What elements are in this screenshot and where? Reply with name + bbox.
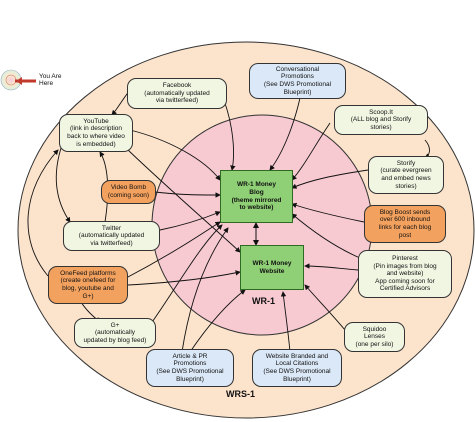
node-twitter[interactable]: Twitter (automatically updated via twitt… — [63, 221, 160, 251]
edge-storify-blog — [291, 169, 369, 189]
node-website-citations[interactable]: Website Branded and Local Citations (See… — [252, 349, 342, 387]
node-video-bomb[interactable]: Video Bomb (coming soon) — [101, 180, 156, 204]
edge-squidoo-website — [304, 284, 346, 331]
core-money-blog[interactable]: WR-1 Money Blog (theme mirrored to websi… — [220, 170, 293, 223]
edge-onefeed-youtube — [27, 149, 59, 277]
core-money-website[interactable]: WR-1 Money Website — [240, 245, 304, 290]
edge-pinterest-website — [304, 263, 359, 271]
edge-blogboost-blog — [291, 202, 365, 223]
edge-onefeed-website — [127, 270, 241, 286]
edge-onefeed-blog — [125, 221, 221, 279]
node-youtube[interactable]: YouTube (link in description back to whe… — [59, 114, 133, 152]
edge-youtube-twitter — [55, 144, 71, 223]
edge-twitter-youtube — [99, 151, 109, 223]
edge-gplus-blog — [149, 224, 223, 326]
node-pinterest[interactable]: Pinterest (Pin images from blog and webs… — [358, 250, 452, 298]
node-conversational-promotions[interactable]: Conversational Promotions (See DWS Promo… — [249, 63, 346, 99]
edge-articlepr-blog — [181, 227, 229, 353]
edge-conversational-blog — [269, 97, 301, 171]
edge-articlepr-website — [189, 289, 246, 353]
node-scoopit[interactable]: Scoop.It (ALL blog and Storify stories) — [334, 105, 428, 135]
edge-videobomb-blog — [154, 191, 221, 198]
edge-scoopit-blog — [291, 122, 331, 181]
node-blog-boost[interactable]: Blog Boost sends over 600 inbound links … — [364, 205, 446, 243]
you-are-here-label: You Are Here — [39, 73, 62, 88]
edge-citations-website — [280, 291, 291, 353]
inner-ring-label: WR-1 — [252, 296, 275, 306]
edge-youtube-website — [127, 149, 241, 253]
node-squidoo[interactable]: Squidoo Lenses (one per silo) — [344, 322, 405, 352]
edge-twitter-blog — [159, 211, 221, 231]
outer-ring-label: WRS-1 — [226, 389, 255, 399]
edge-pinterest-blog — [291, 213, 361, 259]
node-storify[interactable]: Storify (curate evergreen and embed news… — [368, 156, 444, 194]
node-article-pr-promotions[interactable]: Article & PR Promotions (See DWS Promoti… — [146, 349, 234, 387]
you-are-here-marker — [0, 69, 36, 91]
node-gplus[interactable]: G+ (automatically updated by blog feed) — [74, 318, 156, 348]
edge-youtube-blog — [129, 129, 221, 181]
node-facebook[interactable]: Facebook (automatically updated via twit… — [127, 78, 227, 109]
node-onefeed-platforms[interactable]: OneFeed platforms (create onefeed for bl… — [48, 266, 128, 304]
